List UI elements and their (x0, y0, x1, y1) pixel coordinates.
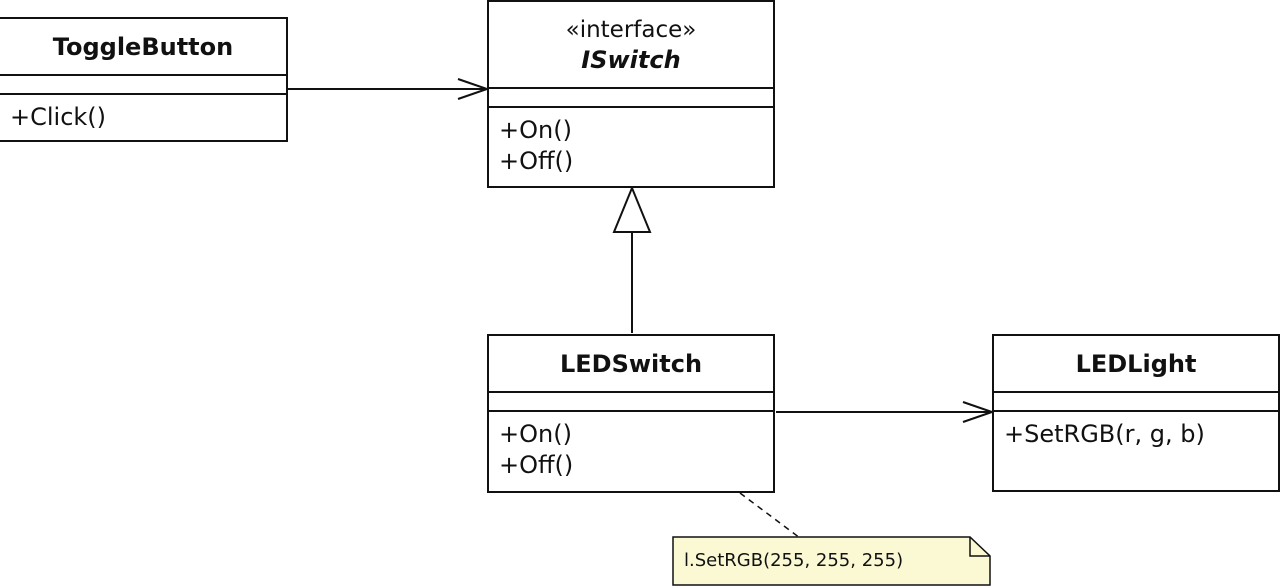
note-shape (672, 536, 991, 586)
operation: +On() (499, 420, 572, 448)
operation: +SetRGB(r, g, b) (1004, 420, 1205, 448)
operation: +Off() (499, 451, 574, 479)
attributes-compartment (489, 393, 773, 412)
operation: +Click() (10, 103, 107, 131)
operations-compartment: +Click() (0, 95, 286, 133)
class-ledswitch[interactable]: LEDSwitch +On() +Off() (487, 334, 775, 493)
operation: +On() (499, 116, 572, 144)
attributes-compartment (994, 393, 1278, 412)
operations-compartment: +SetRGB(r, g, b) (994, 412, 1278, 450)
note-anchor-line (739, 492, 801, 539)
class-name: LEDSwitch (559, 349, 703, 378)
class-name: ToggleButton (52, 32, 234, 61)
class-ledswitch-header: LEDSwitch (489, 336, 773, 393)
operations-compartment: +On() +Off() (489, 412, 773, 481)
interface-iswitch[interactable]: «interface» ISwitch +On() +Off() (487, 0, 775, 188)
note-text: l.SetRGB(255, 255, 255) (684, 550, 904, 571)
realization-ledswitch-to-iswitch (612, 185, 652, 333)
class-name: ISwitch (581, 45, 681, 74)
class-name: LEDLight (1075, 349, 1197, 378)
operations-compartment: +On() +Off() (489, 108, 773, 177)
association-ledswitch-to-ledlight (776, 401, 996, 423)
interface-iswitch-header: «interface» ISwitch (489, 2, 773, 89)
class-ledlight[interactable]: LEDLight +SetRGB(r, g, b) (992, 334, 1280, 492)
class-ledlight-header: LEDLight (994, 336, 1278, 393)
attributes-compartment (0, 76, 286, 95)
operation: +Off() (499, 147, 574, 175)
stereotype-label: «interface» (565, 16, 697, 43)
association-togglebutton-to-iswitch (288, 78, 491, 100)
class-togglebutton[interactable]: ToggleButton +Click() (0, 17, 288, 142)
class-togglebutton-header: ToggleButton (0, 19, 286, 76)
attributes-compartment (489, 89, 773, 108)
note-setrgb[interactable]: l.SetRGB(255, 255, 255) (672, 536, 992, 586)
